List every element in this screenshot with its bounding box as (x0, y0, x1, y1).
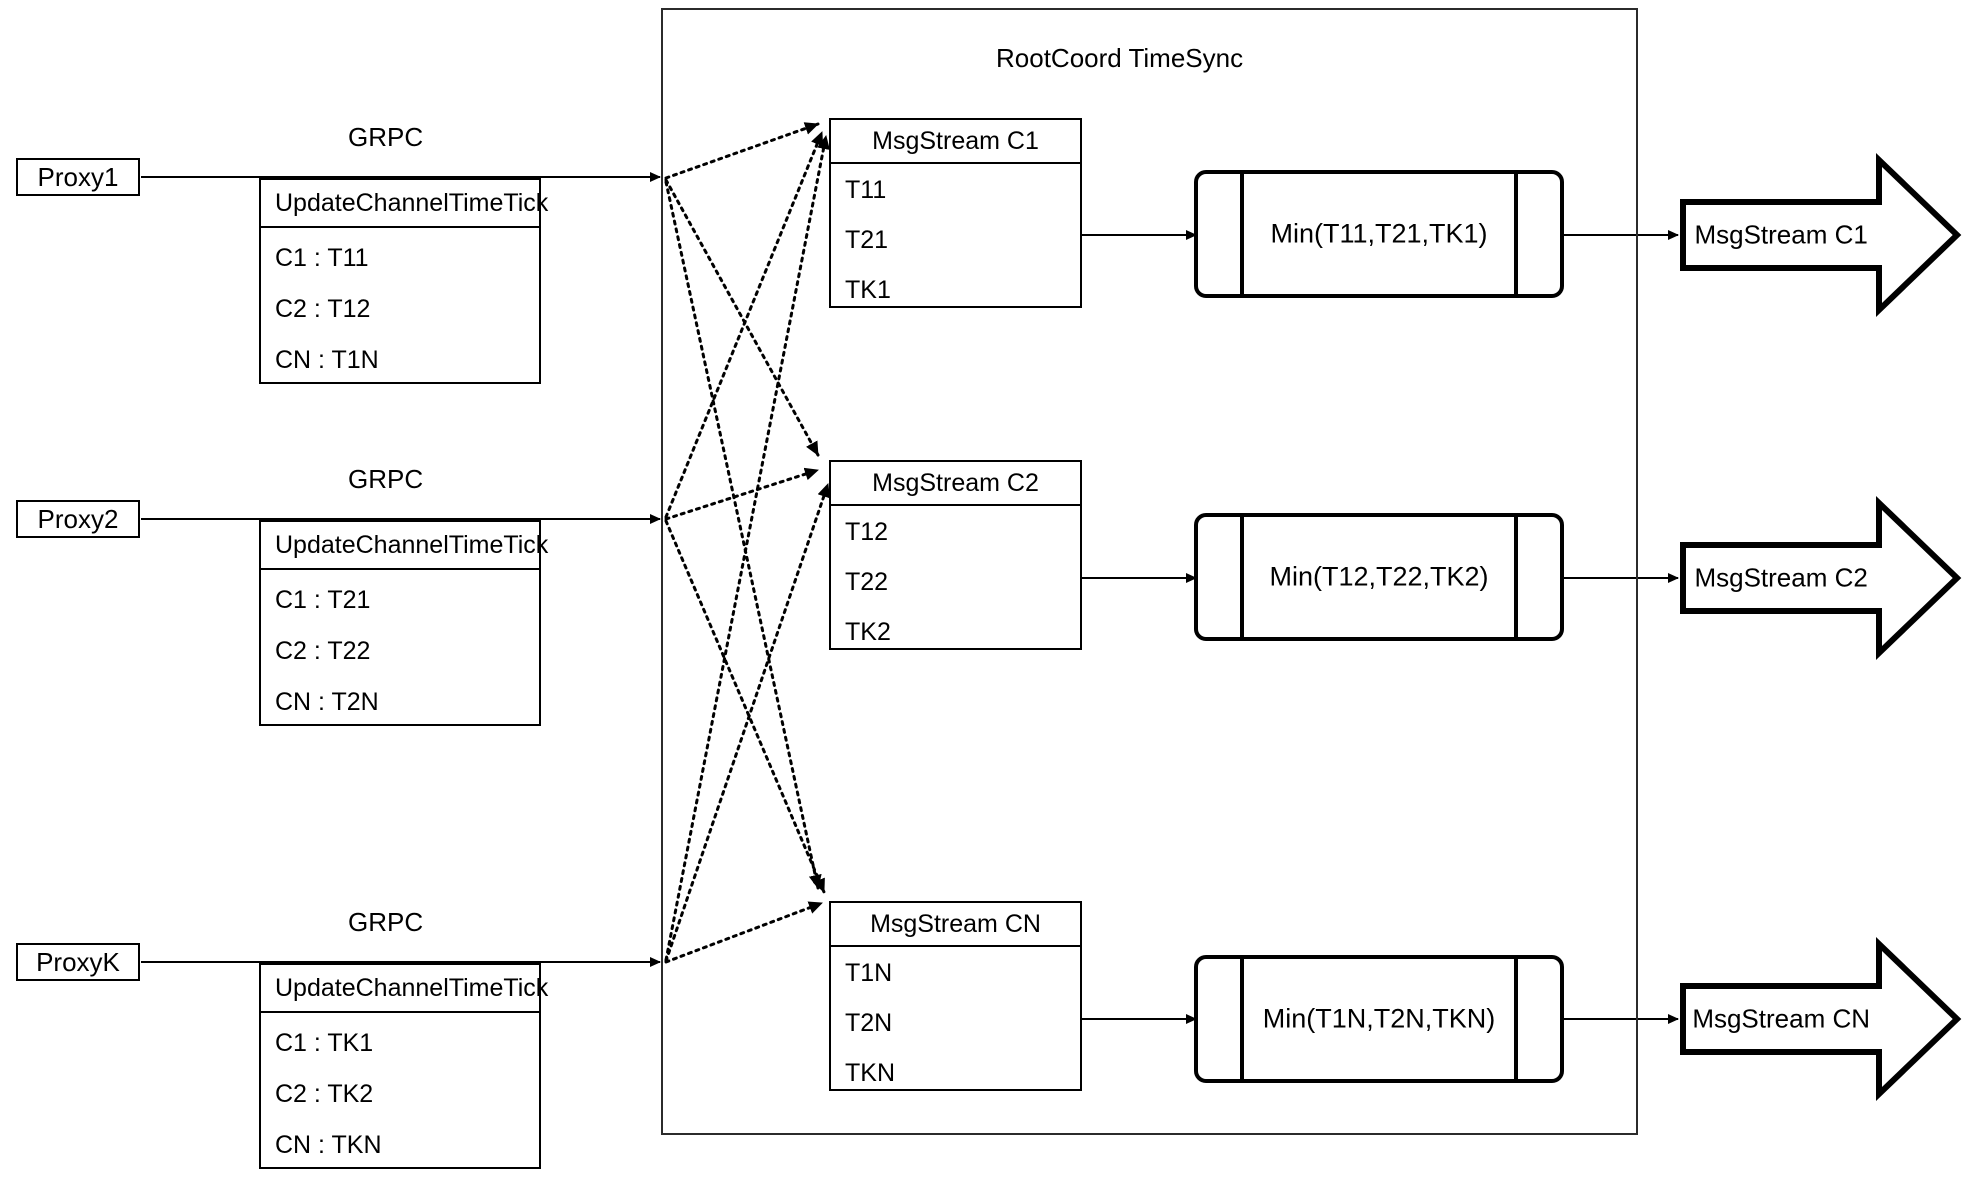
msgstream-row: T2N (845, 1009, 893, 1037)
grpc-label-1: GRPC (348, 122, 424, 152)
msgstream-row: TK1 (845, 276, 891, 304)
uct-row: C1 : T21 (275, 586, 371, 614)
output-label-2: MsgStream C2 (1694, 562, 1868, 593)
msgstream-rows-1: T11 T21 TK1 (831, 164, 1080, 306)
uct-row: C2 : TK2 (275, 1080, 374, 1108)
process-bar-left (1240, 517, 1244, 637)
uct-row: C1 : TK1 (275, 1029, 374, 1057)
uct-row: C2 : T22 (275, 637, 371, 665)
grpc-label-3: GRPC (348, 907, 424, 937)
uct-title-3: UpdateChannelTimeTick (261, 965, 548, 1013)
update-channel-timetick-3: UpdateChannelTimeTick C1 : TK1 C2 : TK2 … (259, 963, 548, 1169)
process-box-1: Min(T11,T21,TK1) (1194, 170, 1564, 298)
process-bar-left (1240, 959, 1244, 1079)
uct-row: CN : TKN (275, 1131, 382, 1159)
msgstream-row: T1N (845, 959, 893, 987)
msgstream-row: TKN (845, 1059, 895, 1087)
msgstream-row: T22 (845, 568, 889, 596)
msgstream-row: T21 (845, 226, 889, 254)
uct-row: C2 : T12 (275, 295, 371, 323)
output-arrow-3: MsgStream CN (1680, 936, 1962, 1102)
process-bar-right (1514, 174, 1518, 294)
output-arrow-2: MsgStream C2 (1680, 495, 1962, 661)
container-title: RootCoord TimeSync (996, 43, 1244, 73)
process-label-3: Min(T1N,T2N,TKN) (1262, 1003, 1496, 1034)
msgstream-box-1: MsgStream C1 T11 T21 TK1 (829, 118, 1082, 308)
proxy-box-1[interactable]: Proxy1 (16, 158, 140, 196)
msgstream-title-2: MsgStream C2 (831, 462, 1080, 506)
proxy-box-2[interactable]: Proxy2 (16, 500, 140, 538)
msgstream-rows-3: T1N T2N TKN (831, 947, 1080, 1089)
uct-row: CN : T1N (275, 346, 379, 374)
msgstream-row: T12 (845, 518, 889, 546)
msgstream-rows-2: T12 T22 TK2 (831, 506, 1080, 648)
uct-title-2: UpdateChannelTimeTick (261, 522, 548, 570)
process-box-3: Min(T1N,T2N,TKN) (1194, 955, 1564, 1083)
rootcoord-timesync-container (661, 8, 1638, 1135)
update-channel-timetick-2: UpdateChannelTimeTick C1 : T21 C2 : T22 … (259, 520, 548, 726)
uct-rows-1: C1 : T11 C2 : T12 CN : T1N (261, 228, 539, 382)
process-bar-right (1514, 517, 1518, 637)
msgstream-box-2: MsgStream C2 T12 T22 TK2 (829, 460, 1082, 650)
uct-row: C1 : T11 (275, 244, 369, 272)
process-box-2: Min(T12,T22,TK2) (1194, 513, 1564, 641)
process-label-2: Min(T12,T22,TK2) (1269, 561, 1489, 592)
msgstream-row: TK2 (845, 618, 891, 646)
uct-rows-3: C1 : TK1 C2 : TK2 CN : TKN (261, 1013, 539, 1167)
msgstream-row: T11 (845, 176, 887, 204)
output-label-1: MsgStream C1 (1694, 219, 1868, 250)
grpc-label-2: GRPC (348, 464, 424, 494)
msgstream-box-3: MsgStream CN T1N T2N TKN (829, 901, 1082, 1091)
process-bar-left (1240, 174, 1244, 294)
output-label-3: MsgStream CN (1692, 1003, 1871, 1034)
update-channel-timetick-1: UpdateChannelTimeTick C1 : T11 C2 : T12 … (259, 178, 548, 384)
output-arrow-1: MsgStream C1 (1680, 152, 1962, 318)
msgstream-title-1: MsgStream C1 (831, 120, 1080, 164)
proxy-box-3[interactable]: ProxyK (16, 943, 140, 981)
process-bar-right (1514, 959, 1518, 1079)
uct-rows-2: C1 : T21 C2 : T22 CN : T2N (261, 570, 539, 724)
uct-row: CN : T2N (275, 688, 379, 716)
msgstream-title-3: MsgStream CN (831, 903, 1080, 947)
uct-title-1: UpdateChannelTimeTick (261, 180, 548, 228)
process-label-1: Min(T11,T21,TK1) (1270, 218, 1488, 249)
